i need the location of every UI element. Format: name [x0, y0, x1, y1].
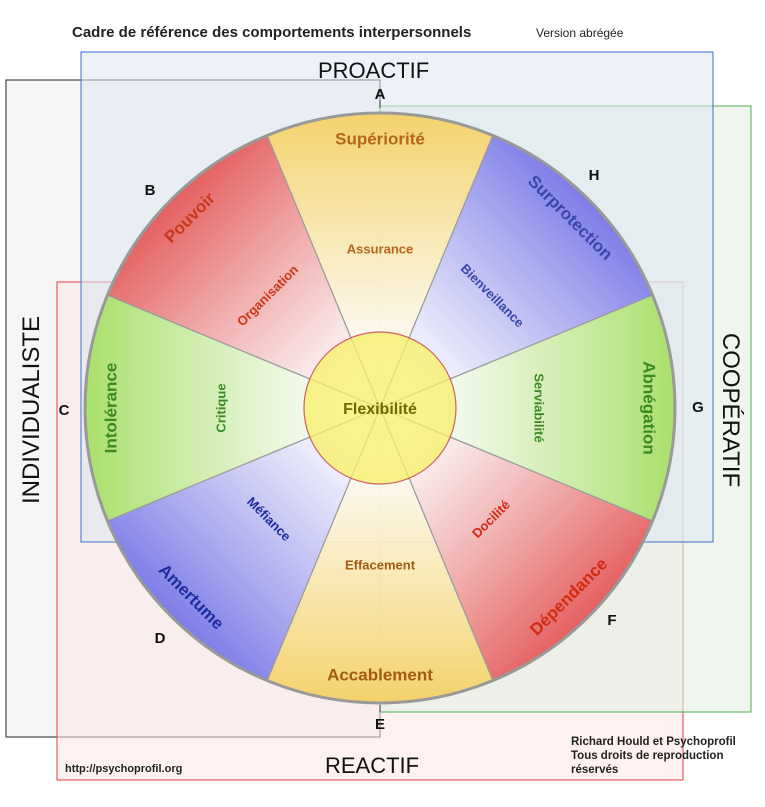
- letter-h: H: [589, 167, 600, 184]
- credit-line-2: Tous droits de reproduction réservés: [571, 750, 724, 776]
- axis-label-individualiste: INDIVIDUALISTE: [18, 315, 45, 505]
- credit-line-1: Richard Hould et Psychoprofil: [571, 736, 736, 748]
- letter-a: A: [375, 86, 386, 103]
- letter-c: C: [59, 402, 70, 419]
- credit-text: Richard Hould et Psychoprofil Tous droit…: [571, 735, 761, 777]
- center-circle: [303, 331, 457, 485]
- sector-a-outer-label: Supériorité: [335, 129, 425, 148]
- letter-d: D: [155, 630, 166, 647]
- wheel-outline: [83, 111, 677, 705]
- center-label: Flexibilité: [343, 401, 417, 418]
- axis-label-cooperatif: COOPÉRATIF: [717, 332, 744, 488]
- sector-g-inner-label: Serviabilité: [532, 373, 547, 442]
- letter-e: E: [375, 716, 385, 733]
- sector-e-outer-label: Accablement: [327, 665, 433, 684]
- footer-url: http://psychoprofil.org: [65, 763, 183, 775]
- sector-e-inner-label: Effacement: [345, 557, 416, 572]
- version-label: Version abrégée: [536, 26, 624, 40]
- sector-a-inner-label: Assurance: [347, 241, 413, 256]
- page-title: Cadre de référence des comportements int…: [72, 24, 472, 41]
- axis-label-reactif: REACTIF: [325, 753, 420, 778]
- sector-c-inner-label: Critique: [213, 383, 228, 432]
- sector-g-outer-label: Abnégation: [640, 361, 659, 455]
- sector-c-outer-label: Intolérance: [101, 363, 120, 454]
- letter-b: B: [145, 182, 156, 199]
- letter-f: F: [607, 612, 616, 629]
- letter-g: G: [692, 399, 704, 416]
- axis-label-proactif: PROACTIF: [318, 58, 430, 83]
